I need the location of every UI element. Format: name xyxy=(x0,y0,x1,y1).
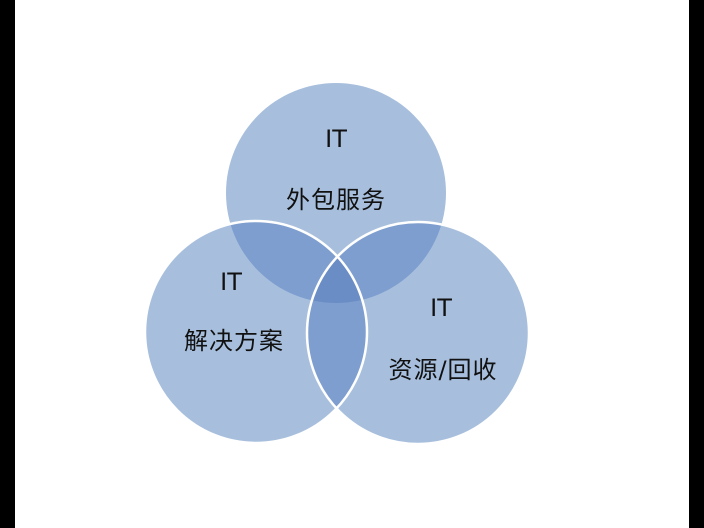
left-circle-title: IT xyxy=(220,268,242,296)
top-circle-title: IT xyxy=(325,125,347,153)
overlap-top-right xyxy=(307,222,446,303)
circle-right-outline xyxy=(305,220,531,446)
venn-diagram xyxy=(143,83,531,446)
diagram-canvas: IT 外包服务 IT 解决方案 IT 资源/回收 xyxy=(15,0,689,528)
left-circle-label: 解决方案 xyxy=(184,327,284,355)
overlap-top-left xyxy=(226,221,367,303)
right-circle-title: IT xyxy=(430,294,452,322)
circle-left-outline xyxy=(143,219,369,445)
top-circle-label: 外包服务 xyxy=(286,186,386,214)
right-circle-label: 资源/回收 xyxy=(388,356,498,384)
